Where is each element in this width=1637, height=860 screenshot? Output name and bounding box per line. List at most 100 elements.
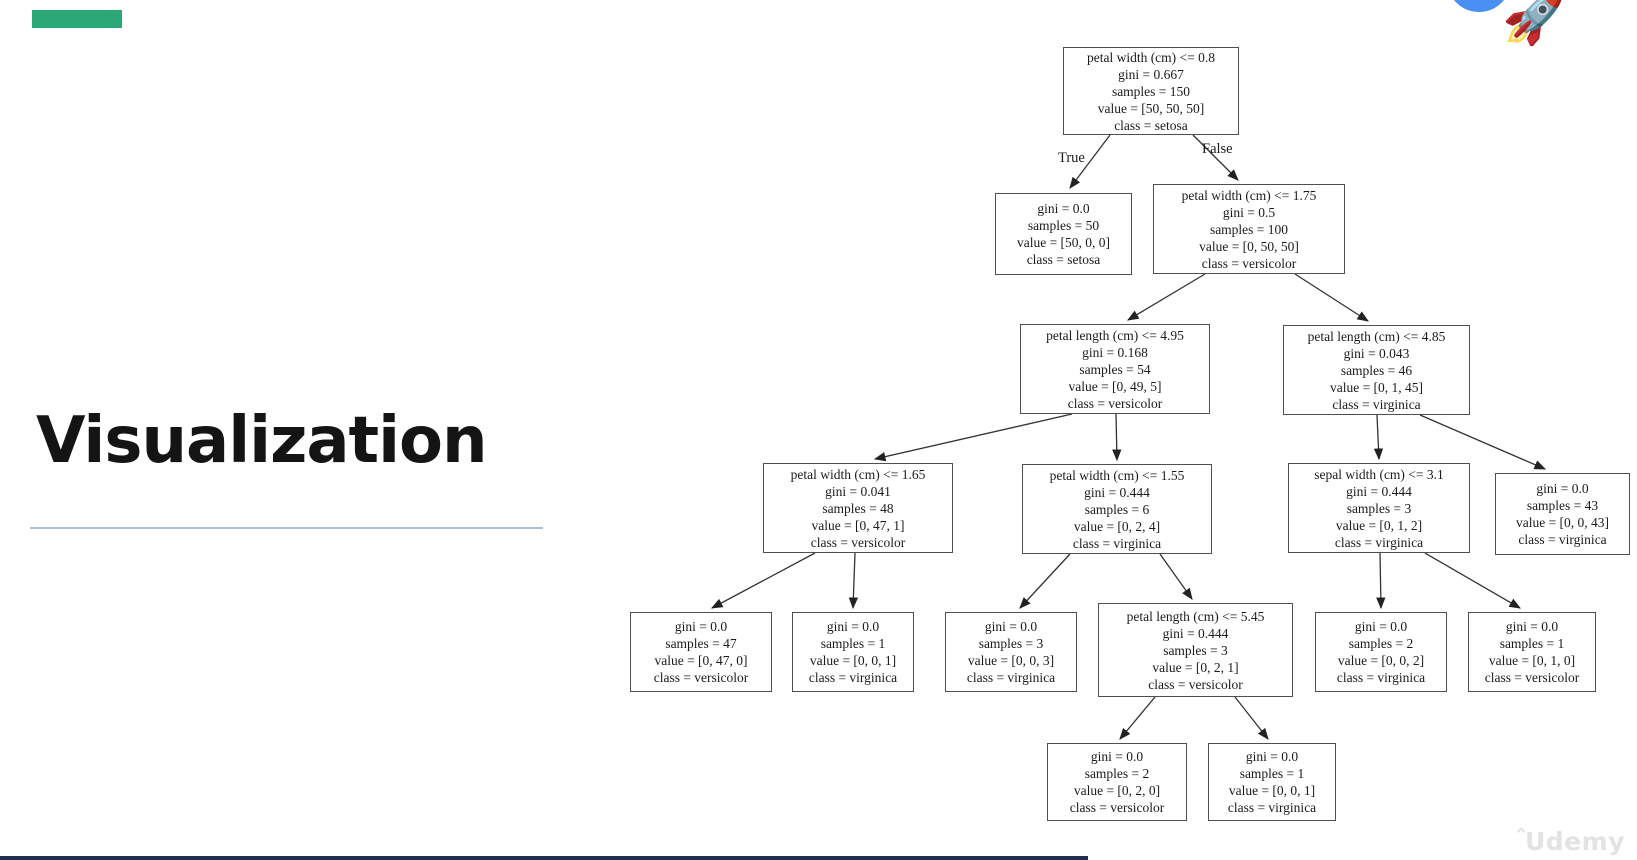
node-line: sepal width (cm) <= 3.1 xyxy=(1314,466,1444,482)
node-line: class = versicolor xyxy=(1067,395,1163,411)
node-line: samples = 2 xyxy=(1348,636,1414,651)
node-line: samples = 1 xyxy=(1239,766,1305,781)
node-line: gini = 0.0 xyxy=(1354,619,1408,634)
node-line: samples = 3 xyxy=(1163,642,1228,658)
node-line: class = virginica xyxy=(1072,535,1162,551)
node-line: samples = 1 xyxy=(1499,636,1565,651)
tree-leaf-virginica-1: gini = 0.0 samples = 1 value = [0, 0, 1]… xyxy=(792,612,914,692)
node-line: class = virginica xyxy=(1334,534,1424,550)
node-line: samples = 3 xyxy=(1346,500,1412,516)
node-line: value = [0, 2, 1] xyxy=(1152,659,1239,675)
node-line: value = [0, 0, 1] xyxy=(1228,783,1316,798)
node-line: gini = 0.0 xyxy=(984,619,1038,634)
node-line: value = [50, 50, 50] xyxy=(1097,100,1205,116)
tree-node-petal-width-1-75: petal width (cm) <= 1.75 gini = 0.5 samp… xyxy=(1153,184,1345,274)
node-line: class = versicolor xyxy=(1484,670,1580,685)
node-line: gini = 0.444 xyxy=(1346,483,1412,499)
udemy-watermark-text: Udemy xyxy=(1525,827,1625,856)
tree-edge xyxy=(710,552,816,609)
tree-edge xyxy=(1424,552,1522,609)
tree-edge xyxy=(1373,414,1384,461)
accent-bar xyxy=(32,10,122,28)
tree-leaf-virginica-1b: gini = 0.0 samples = 1 value = [0, 0, 1]… xyxy=(1208,743,1336,821)
tree-node-petal-length-4-85: petal length (cm) <= 4.85 gini = 0.043 s… xyxy=(1283,325,1470,415)
tree-edge xyxy=(1419,414,1547,470)
bottom-bar xyxy=(0,856,1088,860)
node-line: samples = 47 xyxy=(665,636,737,651)
title-underline xyxy=(30,527,543,529)
node-line: gini = 0.0 xyxy=(1090,749,1144,764)
tree-edge xyxy=(1019,553,1071,609)
node-line: class = versicolor xyxy=(1069,800,1165,815)
tree-node-sepal-width-3-1: sepal width (cm) <= 3.1 gini = 0.444 sam… xyxy=(1288,463,1470,553)
node-line: petal length (cm) <= 5.45 xyxy=(1126,608,1265,624)
node-line: value = [0, 1, 45] xyxy=(1329,379,1424,395)
tree-leaf-virginica-43: gini = 0.0 samples = 43 value = [0, 0, 4… xyxy=(1495,473,1630,555)
node-line: petal length (cm) <= 4.95 xyxy=(1046,327,1184,343)
node-line: samples = 46 xyxy=(1340,362,1413,378)
node-line: gini = 0.0 xyxy=(1037,201,1090,216)
node-line: class = setosa xyxy=(1114,117,1188,133)
tree-edge xyxy=(1119,696,1156,740)
node-line: samples = 2 xyxy=(1084,766,1150,781)
tree-edge xyxy=(1376,552,1386,610)
tree-edge xyxy=(848,552,859,610)
node-line: value = [0, 49, 5] xyxy=(1068,378,1162,394)
node-line: gini = 0.444 xyxy=(1084,484,1150,500)
node-line: samples = 48 xyxy=(822,500,894,516)
node-line: samples = 54 xyxy=(1079,361,1151,377)
tree-node-petal-width-1-65: petal width (cm) <= 1.65 gini = 0.041 sa… xyxy=(763,463,953,553)
tree-node-petal-length-4-95: petal length (cm) <= 4.95 gini = 0.168 s… xyxy=(1020,324,1210,414)
node-line: value = [0, 0, 3] xyxy=(967,653,1055,668)
node-line: class = versicolor xyxy=(653,670,749,685)
node-line: class = virginica xyxy=(966,670,1056,685)
node-line: value = [0, 0, 1] xyxy=(809,653,897,668)
tree-node-petal-width-1-55: petal width (cm) <= 1.55 gini = 0.444 sa… xyxy=(1022,464,1212,554)
tree-edge xyxy=(1126,273,1206,321)
node-line: gini = 0.667 xyxy=(1118,66,1184,82)
node-line: gini = 0.444 xyxy=(1162,625,1229,641)
node-line: gini = 0.5 xyxy=(1222,204,1276,220)
tree-leaf-versicolor-1: gini = 0.0 samples = 1 value = [0, 1, 0]… xyxy=(1468,612,1596,692)
node-line: value = [0, 50, 50] xyxy=(1199,238,1299,254)
node-line: samples = 6 xyxy=(1084,501,1150,517)
node-line: value = [0, 47, 1] xyxy=(811,517,905,533)
tree-edge xyxy=(1234,696,1269,740)
node-line: petal length (cm) <= 4.85 xyxy=(1307,328,1446,344)
tree-node-setosa-leaf: gini = 0.0 samples = 50 value = [50, 0, … xyxy=(995,193,1132,275)
edge-label-true: True xyxy=(1058,150,1085,166)
tree-edge xyxy=(1294,273,1369,322)
tree-leaf-virginica-2: gini = 0.0 samples = 2 value = [0, 0, 2]… xyxy=(1315,612,1447,692)
tree-edge xyxy=(1112,413,1122,462)
tree-leaf-versicolor-47: gini = 0.0 samples = 47 value = [0, 47, … xyxy=(630,612,772,692)
node-line: class = versicolor xyxy=(810,534,906,550)
node-line: samples = 43 xyxy=(1526,498,1599,513)
node-line: class = setosa xyxy=(1026,252,1101,267)
node-line: value = [0, 0, 43] xyxy=(1515,515,1610,530)
node-line: gini = 0.043 xyxy=(1343,345,1410,361)
node-line: class = versicolor xyxy=(1201,255,1297,271)
udemy-watermark: ˆUdemy xyxy=(1515,825,1625,856)
node-line: gini = 0.0 xyxy=(1245,749,1299,764)
node-line: samples = 50 xyxy=(1027,218,1100,233)
node-line: gini = 0.0 xyxy=(1505,619,1559,634)
edge-label-false: False xyxy=(1202,141,1233,157)
rocket-icon: 🚀 xyxy=(1502,0,1567,48)
node-line: gini = 0.0 xyxy=(1536,481,1589,496)
node-line: gini = 0.0 xyxy=(674,619,728,634)
node-line: value = [0, 47, 0] xyxy=(654,653,748,668)
tree-node-root: petal width (cm) <= 0.8 gini = 0.667 sam… xyxy=(1063,47,1239,135)
node-line: class = virginica xyxy=(1227,800,1317,815)
node-line: value = [0, 2, 4] xyxy=(1073,518,1161,534)
node-line: petal width (cm) <= 1.55 xyxy=(1049,467,1185,483)
node-line: value = [0, 1, 0] xyxy=(1488,653,1576,668)
node-line: value = [0, 1, 2] xyxy=(1335,517,1423,533)
tree-edge xyxy=(1159,553,1193,600)
node-line: samples = 100 xyxy=(1209,221,1289,237)
udemy-logo-caret: ˆ xyxy=(1515,825,1528,854)
tree-edge xyxy=(873,413,1073,462)
node-line: gini = 0.0 xyxy=(826,619,880,634)
page-title: Visualization xyxy=(36,404,488,478)
node-line: petal width (cm) <= 0.8 xyxy=(1086,49,1216,65)
tree-node-petal-length-5-45: petal length (cm) <= 5.45 gini = 0.444 s… xyxy=(1098,603,1293,697)
